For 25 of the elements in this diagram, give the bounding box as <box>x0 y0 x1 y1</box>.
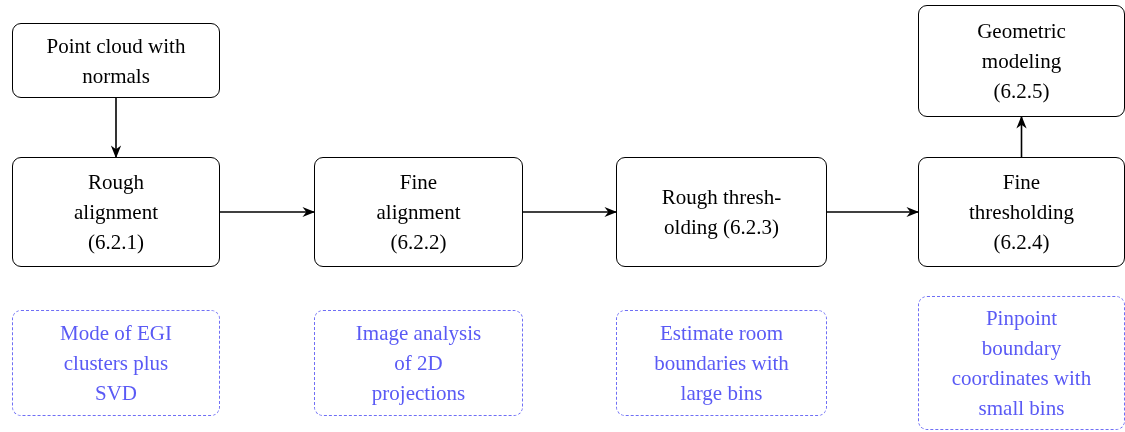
process-label: Point cloud with normals <box>45 32 187 90</box>
note-text: Image analysis of 2D projections <box>354 320 483 407</box>
arrow <box>522 206 618 218</box>
process-label: Rough thresh- olding (6.2.3) <box>660 184 783 241</box>
process-box <box>12 23 220 98</box>
process-box <box>616 157 827 267</box>
process-label: Fine thresholding (6.2.4) <box>968 169 1075 256</box>
process-box <box>918 5 1125 117</box>
note-text: Mode of EGI clusters plus SVD <box>60 320 172 407</box>
process-label: Geometric modeling (6.2.5) <box>976 18 1067 105</box>
process-box <box>314 157 523 267</box>
note-box <box>314 310 523 416</box>
process-box <box>12 157 220 267</box>
arrow <box>826 206 920 218</box>
process-label: Fine alignment (6.2.2) <box>375 169 462 256</box>
arrow <box>110 97 122 159</box>
arrow <box>1016 115 1027 158</box>
note-box <box>616 310 827 416</box>
process-label: Rough alignment (6.2.1) <box>73 169 159 256</box>
note-text: Pinpoint boundary coordinates with small bins <box>950 305 1093 422</box>
note-box <box>918 296 1125 430</box>
note-text: Estimate room boundaries with large bins <box>653 320 790 407</box>
note-box <box>12 310 220 416</box>
arrow <box>219 206 316 218</box>
process-box <box>918 157 1125 267</box>
